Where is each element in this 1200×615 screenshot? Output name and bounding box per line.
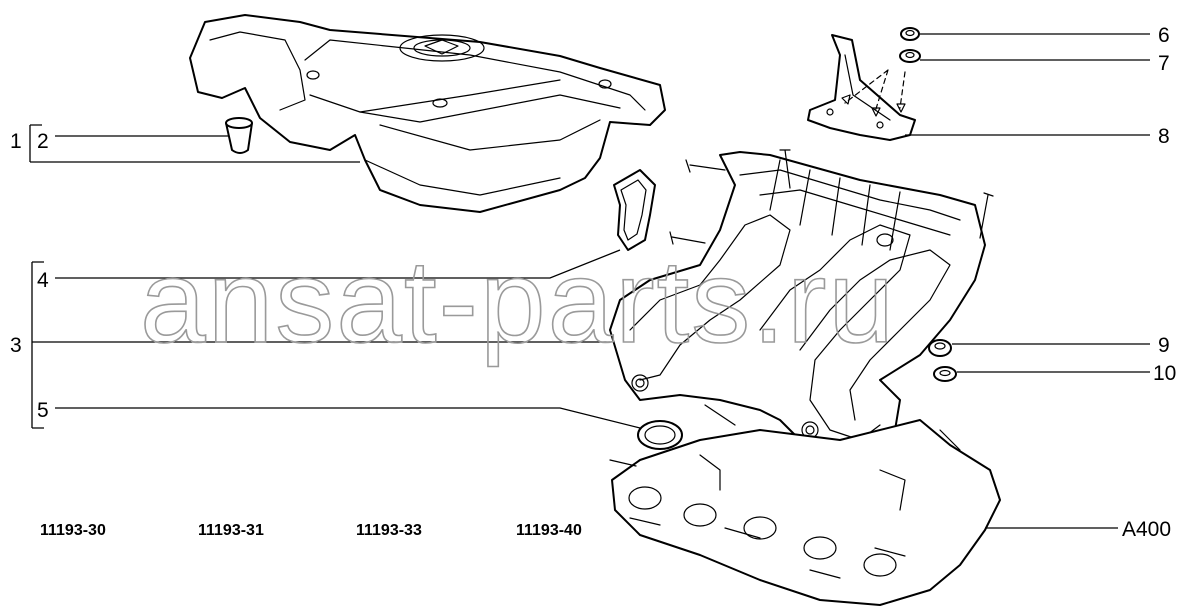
model-code-1: 11193-30 (40, 522, 106, 539)
manifold-gasket-drawing (613, 169, 656, 251)
nut-6-drawing (900, 27, 920, 41)
callout-5: 5 (37, 399, 49, 422)
watermark-text: ansat-parts.ru (140, 236, 896, 368)
callout-2: 2 (37, 130, 49, 153)
reference-code: A400 (1122, 518, 1171, 541)
rubber-plug-drawing (225, 117, 253, 154)
callout-6: 6 (1158, 24, 1170, 47)
callout-7: 7 (1158, 52, 1170, 75)
callout-8: 8 (1158, 125, 1170, 148)
callout-3: 3 (10, 334, 22, 357)
model-code-4: 11193-40 (516, 522, 582, 539)
nut-9-drawing (928, 339, 952, 357)
model-code-2: 11193-31 (198, 522, 264, 539)
model-code-3: 11193-33 (356, 522, 422, 539)
callout-1: 1 (10, 130, 22, 153)
callout-10: 10 (1153, 362, 1176, 385)
washer-10-drawing (933, 366, 957, 382)
callout-9: 9 (1158, 334, 1170, 357)
bracket-drawing (807, 34, 916, 141)
engine-cover-drawing (189, 14, 666, 213)
leader-lines (29, 33, 1150, 529)
callout-4: 4 (37, 269, 49, 292)
cylinder-head-flange-drawing (609, 419, 1001, 606)
washer-7-drawing (899, 49, 921, 63)
o-ring-drawing (637, 420, 683, 450)
